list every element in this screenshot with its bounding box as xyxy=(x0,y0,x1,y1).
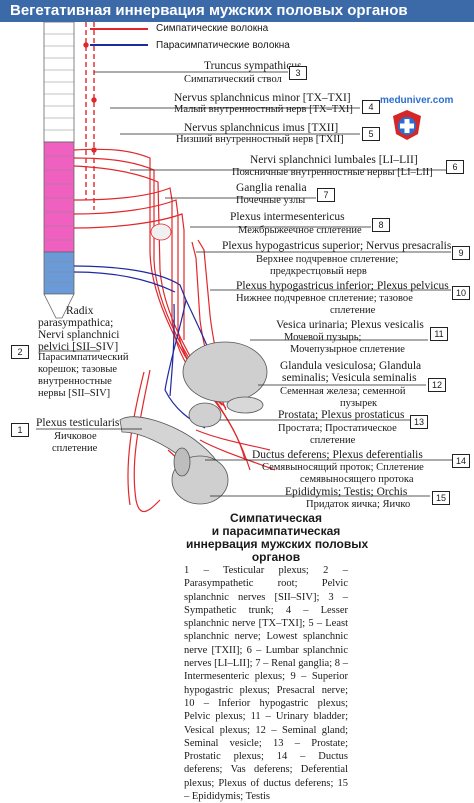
prostate xyxy=(188,402,222,428)
caption-title: Симпатическая и парасимпатическая иннерв… xyxy=(186,511,369,564)
diagram xyxy=(36,22,452,513)
number-2: 2 xyxy=(11,345,29,359)
caption-title-line: и парасимпатическая xyxy=(211,524,341,538)
label-nervi-splanchnici: Nervi splanchnici xyxy=(38,329,120,341)
label-plexus-intermesentericus: Plexus intermesentericus xyxy=(230,211,345,223)
caption-title-line: иннервация мужских половых xyxy=(186,537,369,551)
label-splanchnici-lumbales-ru: Поясничные внутренностные нервы [LI–LII] xyxy=(232,167,433,178)
number-7: 7 xyxy=(317,188,335,202)
label-plexus-intermesentericus-ru: Межбрыжеечное сплетение xyxy=(238,225,362,236)
label-ganglia-renalia: Ganglia renalia xyxy=(236,182,307,194)
label-plexus-testicularis: Plexus testicularis xyxy=(36,417,120,429)
number-11: 11 xyxy=(430,327,448,341)
legend-sympathetic: Симпатические волокна xyxy=(156,23,269,34)
label-vesica-urinaria-ru: Мочевой пузырь; xyxy=(284,332,362,343)
label-testicular-plexus-ru: Яичковое xyxy=(54,431,97,442)
number-3: 3 xyxy=(289,66,307,80)
title-bar: Вегетативная иннервация мужских половых … xyxy=(0,0,474,22)
number-13: 13 xyxy=(410,415,428,429)
legend-parasympathetic: Парасимпатические волокна xyxy=(156,40,290,51)
urinary-bladder xyxy=(182,341,268,403)
legend-swatches xyxy=(90,28,148,46)
label-pelvici: pelvici [SII–SIV] xyxy=(38,341,119,353)
epididymis xyxy=(173,447,191,477)
number-1: 1 xyxy=(11,423,29,437)
label-epididymis: Epididymis; Testis; Orchis xyxy=(285,486,408,498)
number-15: 15 xyxy=(432,491,450,505)
number-14: 14 xyxy=(452,454,470,468)
label-pelvic-plexus-ru: сплетение xyxy=(330,305,376,316)
spinal-column xyxy=(43,22,75,319)
label-seminal-vesicle-ru: пузырек xyxy=(340,398,378,409)
renal-ganglion xyxy=(150,223,172,241)
label-vesica-urinaria: Vesica urinaria; Plexus vesicalis xyxy=(276,319,424,331)
label-plexus-vesicalis-ru: Мочепузырное сплетение xyxy=(290,344,405,355)
label-epididymis-ru: Придаток яичка; Яичко xyxy=(306,499,411,510)
medical-cross-logo xyxy=(393,110,421,140)
label-glandula-seminalis: seminalis; Vesicula seminalis xyxy=(282,372,417,384)
caption-title-line: органов xyxy=(251,550,301,564)
number-12: 12 xyxy=(428,378,446,392)
label-sympathetic-trunk-ru: Симпатический ствол xyxy=(184,74,282,85)
number-9: 9 xyxy=(452,246,470,260)
label-splanchnici-lumbales: Nervi splanchnici lumbales [LI–LII] xyxy=(250,154,418,166)
label-testicular-plexus-ru-2: сплетение xyxy=(52,443,98,454)
leader-lines xyxy=(36,71,452,497)
label-presacral-nerve-ru: предкрестцовый нерв xyxy=(270,266,367,277)
caption-body: 1 – Testicular plexus; 2 – Parasympathet… xyxy=(184,565,348,803)
label-prostata-ru: Простата; Простатическое xyxy=(278,423,397,434)
label-prostata: Prostata; Plexus prostaticus xyxy=(278,409,405,421)
label-splanchnicus-minor-ru: Малый внутренностный нерв [TX–TXI] xyxy=(174,104,353,115)
label-splanchnicus-imus-ru: Низший внутренностный нерв [TXII] xyxy=(176,134,344,145)
label-ductus-deferens-ru: Семявыносящий проток; Сплетение xyxy=(262,462,424,473)
caption-title-line: Симпатическая xyxy=(230,511,322,525)
label-truncus-sympathicus: Truncus sympathicus xyxy=(204,60,302,72)
number-8: 8 xyxy=(372,218,390,232)
watermark: meduniver.com xyxy=(380,95,454,106)
label-splanchnicus-imus: Nervus splanchnicus imus [TXII] xyxy=(184,122,339,134)
label-splanchnicus-minor: Nervus splanchnicus minor [TX–TXI] xyxy=(174,92,351,104)
label-ganglia-renalia-ru: Почечные узлы xyxy=(236,195,306,206)
number-5: 5 xyxy=(362,127,380,141)
label-ductus-deferens: Ductus deferens; Plexus deferentialis xyxy=(252,449,423,461)
label-parasympathetic-root-ru: Парасимпатический xyxy=(38,352,129,363)
label-plexus-prostaticus-ru: сплетение xyxy=(310,435,356,446)
number-4: 4 xyxy=(362,100,380,114)
seminal-vesicle xyxy=(226,396,264,414)
label-radix: Radix xyxy=(66,305,94,317)
label-plexus-hypogastricus-superior-ru: Верхнее подчревное сплетение; xyxy=(256,254,399,265)
label-parasympathica: parasympathica; xyxy=(38,317,114,329)
page-title: Вегетативная иннервация мужских половых … xyxy=(10,2,408,19)
label-pelvic-ru-1: корешок; тазовые xyxy=(38,364,118,375)
label-pelvic-ru-2: внутренностные xyxy=(38,376,112,387)
label-plexus-hypogastricus-inferior: Plexus hypogastricus inferior; Plexus pe… xyxy=(236,280,449,292)
label-plexus-hypogastricus-superior: Plexus hypogastricus superior; Nervus pr… xyxy=(222,240,452,252)
label-plexus-hypogastricus-inferior-ru: Нижнее подчревное сплетение; тазовое xyxy=(236,293,413,304)
label-pelvic-ru-3: нервы [SII–SIV] xyxy=(38,388,111,399)
number-10: 10 xyxy=(452,286,470,300)
label-glandula-vesiculosa: Glandula vesiculosa; Glandula xyxy=(280,360,422,372)
pelvic-organs xyxy=(119,223,268,505)
label-seminal-gland-ru: Семенная железа; семенной xyxy=(280,386,406,397)
label-plexus-deferentialis-ru: семявыносящего протока xyxy=(300,474,414,485)
number-6: 6 xyxy=(446,160,464,174)
